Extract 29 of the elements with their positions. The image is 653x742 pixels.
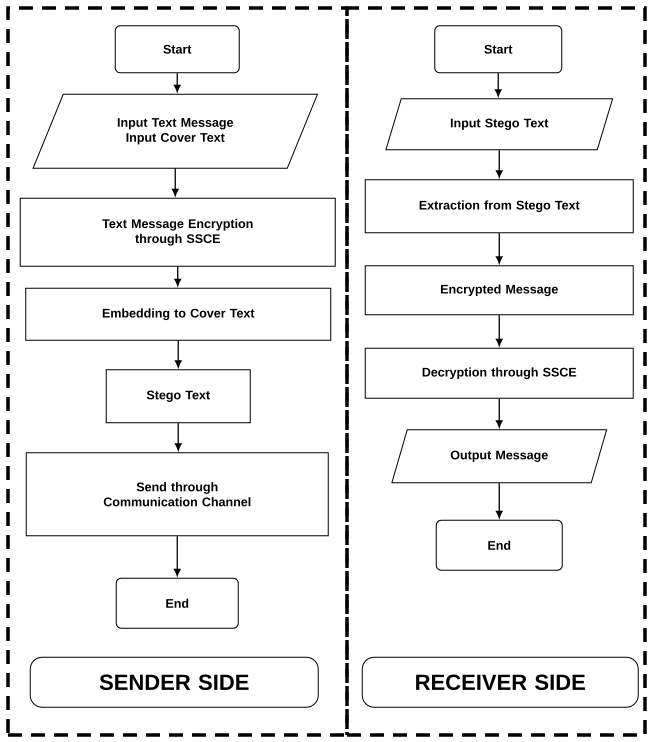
input-output-parallelogram: Output Message bbox=[391, 429, 608, 484]
arrow bbox=[496, 150, 503, 178]
process-box: Send through Communication Channel bbox=[26, 452, 329, 536]
terminal-box: End bbox=[436, 520, 563, 571]
arrow bbox=[496, 233, 503, 264]
arrow bbox=[174, 340, 182, 368]
terminal-box: Start bbox=[434, 25, 562, 74]
dashed-panel bbox=[345, 6, 647, 737]
side-label-box: RECEIVER SIDE bbox=[362, 656, 639, 708]
input-output-parallelogram: Input Stego Text bbox=[385, 98, 614, 150]
arrow bbox=[496, 483, 503, 518]
arrow bbox=[174, 73, 181, 92]
process-box: Extraction from Stego Text bbox=[364, 179, 634, 234]
arrow bbox=[172, 168, 179, 196]
side-label-box: SENDER SIDE bbox=[30, 656, 319, 708]
arrow bbox=[494, 73, 502, 97]
arrow bbox=[174, 536, 181, 576]
process-box: Text Message Encryption through SSCE bbox=[20, 198, 336, 267]
arrow bbox=[174, 266, 182, 286]
process-box: Stego Text bbox=[106, 369, 251, 424]
process-box: Encrypted Message bbox=[364, 265, 634, 316]
process-box: Embedding to Cover Text bbox=[25, 288, 332, 341]
dashed-panel bbox=[6, 6, 349, 737]
terminal-box: Start bbox=[114, 25, 240, 74]
terminal-box: End bbox=[116, 578, 239, 629]
arrow bbox=[174, 423, 182, 451]
arrow bbox=[496, 398, 503, 428]
arrow bbox=[496, 315, 503, 346]
process-box: Decryption through SSCE bbox=[364, 348, 634, 399]
